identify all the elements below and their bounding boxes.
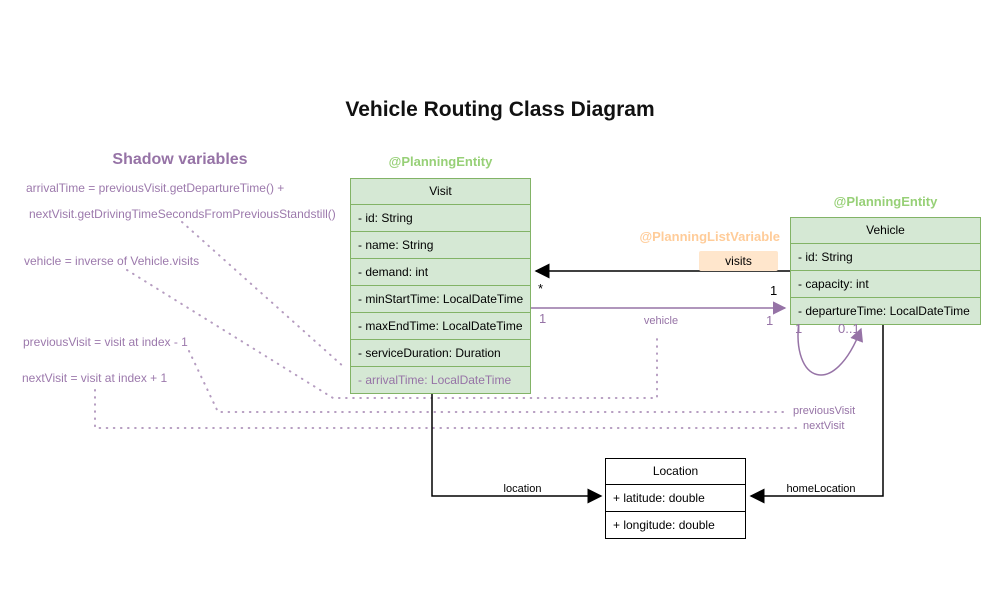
dotted-connector-arrivaltime — [181, 221, 346, 369]
vehicle-attr-departuretime: - departureTime: LocalDateTime — [791, 297, 980, 324]
vehicle-attr-id: - id: String — [791, 243, 980, 270]
visit-attr-maxendtime: - maxEndTime: LocalDateTime — [351, 312, 530, 339]
visit-attr-id: - id: String — [351, 204, 530, 231]
location-arrow — [431, 386, 603, 504]
previous-next-visit-loop-arrow — [797, 320, 863, 376]
shadow-line-arrivaltime-2: nextVisit.getDrivingTimeSecondsFromPrevi… — [29, 207, 336, 221]
vehicle-class-title: Vehicle — [866, 223, 905, 237]
shadow-line-arrivaltime-1: arrivalTime = previousVisit.getDeparture… — [26, 181, 285, 195]
visits-multiplicity-vehicle-side: 1 — [770, 283, 778, 298]
visits-role-badge: visits — [699, 251, 778, 271]
location-class-title: Location — [652, 464, 699, 478]
shadow-line-nextvisit: nextVisit = visit at index + 1 — [22, 371, 168, 385]
location-attr-longitude: + longitude: double — [606, 511, 745, 538]
visit-attr-demand: - demand: int — [351, 258, 530, 285]
loop-multiplicity-one: 1 — [795, 321, 803, 336]
planning-entity-label-vehicle: @PlanningEntity — [833, 194, 938, 209]
visits-multiplicity-visit-side: * — [538, 281, 544, 296]
visit-class-box: Visit - id: String - name: String - dema… — [350, 178, 531, 394]
loop-multiplicity-zero-one: 0..1 — [838, 321, 860, 336]
diagram-title: Vehicle Routing Class Diagram — [345, 98, 655, 121]
home-location-arrow — [749, 321, 884, 504]
shadow-line-vehicle: vehicle = inverse of Vehicle.visits — [24, 254, 200, 268]
vehicle-class-box: Vehicle - id: String - capacity: int - d… — [790, 217, 981, 325]
location-role-label: location — [503, 483, 542, 495]
dotted-connector-nextvisit — [94, 389, 798, 429]
dotted-connector-previousvisit — [188, 350, 789, 413]
vehicle-role-label: vehicle — [643, 315, 679, 327]
location-class-box: Location + latitude: double + longitude:… — [605, 458, 746, 539]
nextvisit-role-label: nextVisit — [803, 420, 845, 432]
visit-attr-arrivaltime: - arrivalTime: LocalDateTime — [351, 366, 530, 393]
visit-class-title: Visit — [429, 184, 452, 198]
vehicle-multiplicity-visit-side: 1 — [539, 311, 547, 326]
vehicle-attr-capacity: - capacity: int — [791, 270, 980, 297]
dotted-connector-vehicle — [126, 269, 658, 399]
visit-attr-name: - name: String — [351, 231, 530, 258]
shadow-line-previousvisit: previousVisit = visit at index - 1 — [23, 335, 188, 349]
shadow-variables-heading: Shadow variables — [112, 151, 248, 168]
planning-list-variable-label: @PlanningListVariable — [639, 229, 780, 244]
previousvisit-role-label: previousVisit — [793, 405, 856, 417]
visit-attr-serviceduration: - serviceDuration: Duration — [351, 339, 530, 366]
visit-attr-minstarttime: - minStartTime: LocalDateTime — [351, 285, 530, 312]
home-location-role-label: homeLocation — [786, 483, 856, 495]
vehicle-multiplicity-vehicle-side: 1 — [766, 313, 774, 328]
planning-entity-label-visit: @PlanningEntity — [388, 154, 493, 169]
location-attr-latitude: + latitude: double — [606, 484, 745, 511]
